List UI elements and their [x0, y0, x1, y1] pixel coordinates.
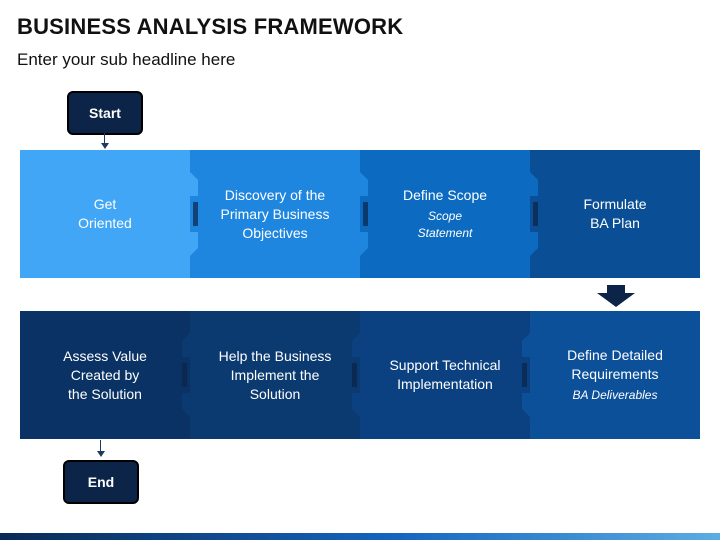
puzzle-joint-icon — [350, 150, 368, 278]
step-define-requirements: Define Detailed Requirements BA Delivera… — [530, 311, 700, 439]
start-connector — [104, 133, 105, 143]
step-label: Discovery of the Primary Business Object… — [220, 186, 330, 241]
top-process-band: Get Oriented Discovery of the Primary Bu… — [20, 150, 700, 278]
step-deliverable: Scope Statement — [417, 209, 473, 240]
step-support-technical: Support Technical Implementation — [360, 311, 530, 439]
puzzle-joint-icon — [182, 311, 200, 439]
puzzle-joint-icon — [520, 150, 538, 278]
step-label: Define Detailed Requirements — [567, 347, 663, 382]
step-label: Support Technical Implementation — [389, 357, 501, 392]
end-node: End — [63, 460, 139, 504]
down-arrow-icon — [597, 285, 635, 307]
step-assess-value: Assess Value Created by the Solution — [20, 311, 190, 439]
start-arrow-icon — [101, 143, 109, 149]
step-define-scope: Define Scope Scope Statement — [360, 150, 530, 278]
page-subtitle: Enter your sub headline here — [17, 50, 236, 69]
end-connector — [100, 440, 101, 451]
puzzle-joint-icon — [180, 150, 198, 278]
step-get-oriented: Get Oriented — [20, 150, 190, 278]
puzzle-joint-icon — [522, 311, 540, 439]
start-node: Start — [67, 91, 143, 135]
end-arrow-icon — [97, 451, 105, 457]
step-help-implement: Help the Business Implement the Solution — [190, 311, 360, 439]
page-title: BUSINESS ANALYSIS FRAMEWORK — [17, 14, 404, 39]
step-label: Define Scope — [402, 187, 488, 203]
step-label: Help the Business Implement the Solution — [218, 347, 332, 402]
step-deliverable: BA Deliverables — [572, 388, 658, 402]
step-label: Formulate BA Plan — [583, 196, 647, 231]
step-label: Get Oriented — [78, 196, 132, 231]
bottom-process-band: Assess Value Created by the Solution Hel… — [20, 311, 700, 439]
footer-bar — [0, 533, 720, 540]
puzzle-joint-icon — [352, 311, 370, 439]
step-discovery: Discovery of the Primary Business Object… — [190, 150, 360, 278]
step-label: Assess Value Created by the Solution — [63, 347, 147, 402]
step-formulate-plan: Formulate BA Plan — [530, 150, 700, 278]
